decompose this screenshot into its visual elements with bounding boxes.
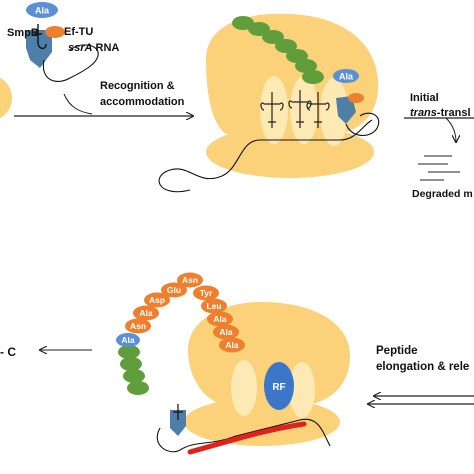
released-peptide: - C: [0, 345, 92, 359]
trna-1: [260, 92, 284, 128]
ala-blue-label: Ala: [121, 335, 135, 345]
green-bead: [302, 70, 324, 84]
green-bead: [262, 30, 284, 44]
ala-label-topleft: Ala: [35, 6, 50, 16]
tag-bead: [144, 292, 170, 308]
smpb-in-ribosome: [336, 96, 356, 124]
tmrna-loop-top: [345, 112, 380, 137]
tag-bead-label: Tyr: [200, 288, 213, 298]
tag-bead: [219, 337, 245, 353]
partial-ribosome-left: [0, 77, 12, 119]
rf-label: RF: [272, 382, 285, 393]
tag-bead-label: Leu: [206, 301, 221, 311]
tag-bead: [125, 318, 151, 334]
recognition-label-1: Recognition &: [100, 80, 175, 92]
green-bead: [295, 59, 317, 73]
tag-bead: [161, 282, 187, 298]
smpb-bottom: [170, 410, 186, 436]
ala-blue-bead: [116, 333, 140, 347]
initial-label-1: Initial: [410, 92, 439, 104]
tag-bead: [193, 285, 219, 301]
green-bead: [118, 345, 140, 359]
ef-tu-in-ribosome: [348, 93, 364, 103]
tag-bead: [207, 311, 233, 327]
trna-3: [306, 92, 330, 128]
trna-cloverleaves: [260, 90, 330, 128]
tag-bead-label: Ala: [219, 327, 233, 337]
trna-2: [288, 90, 312, 128]
ssra-rna-loop: [42, 44, 99, 82]
ef-tu-protein: [45, 26, 65, 38]
tmrna-trna-bottom: [173, 404, 183, 420]
ala-oval-topleft: [26, 2, 58, 18]
trna-site-p: [290, 76, 318, 144]
elongation-label-2: elongation & rele: [376, 361, 469, 373]
mrna-top: [158, 119, 373, 193]
arrow-recognition: Recognition & accommodation: [14, 80, 193, 116]
release-factor: [264, 362, 294, 410]
arrow-elongation-release: Peptide elongation & rele: [368, 345, 474, 404]
arrow-initial-trans-translation: Initial trans-transl: [404, 92, 474, 142]
ala-label-top-middle: Ala: [339, 72, 354, 82]
tag-bead-label: Asn: [130, 321, 146, 331]
green-bead: [232, 16, 254, 30]
green-bead: [127, 381, 149, 395]
site-left-bottom: [231, 360, 257, 416]
tmrna-complex: Ala SmpB Ef-TU ssrA RNA: [0, 2, 119, 119]
tag-bead-label: Asp: [149, 295, 165, 305]
ribosome-elongation: RF Ala Asn Glu Tyr Asp Ala Asn Leu Ala: [116, 272, 350, 455]
green-bead: [275, 39, 297, 53]
c-terminus-label: - C: [0, 345, 16, 359]
green-bead: [120, 357, 142, 371]
smpb-protein: [26, 30, 52, 68]
elongation-label-1: Peptide: [376, 345, 418, 357]
tag-bead-label: Glu: [167, 285, 181, 295]
ribosome-accommodation: Ala: [158, 13, 380, 193]
ala-oval-top-middle: [333, 69, 359, 83]
recognition-label-2: accommodation: [100, 96, 185, 108]
connector-curve: [63, 93, 93, 115]
nascent-peptide-top: [232, 16, 324, 84]
tmrna-trna-domain: [34, 24, 47, 50]
site-right-bottom: [289, 362, 315, 418]
tag-bead-label: Ala: [225, 340, 239, 350]
tag-bead-label: Ala: [213, 314, 227, 324]
tag-bead: [177, 272, 203, 288]
smpb-label: SmpB: [7, 27, 39, 39]
green-bead: [123, 369, 145, 383]
small-subunit-top: [206, 126, 374, 178]
small-subunit-bottom: [184, 398, 340, 446]
green-bead: [248, 22, 270, 36]
degraded-mrna: Degraded m: [412, 155, 473, 200]
initial-label-2: trans-transl: [410, 107, 471, 119]
tag-bead-label: Ala: [139, 308, 153, 318]
tag-bead-label: Asn: [182, 275, 198, 285]
trna-site-a: [320, 78, 348, 146]
degraded-label: Degraded m: [412, 188, 473, 200]
initial-arrow-branch: [445, 117, 456, 142]
ssra-peptide-tag: Asn Glu Tyr Asp Ala Asn Leu Ala Ala Ala: [125, 272, 245, 353]
tag-bead: [133, 305, 159, 321]
trna-site-e: [260, 76, 288, 144]
ssra-rna-label: ssrA RNA: [68, 42, 119, 54]
mrna-bottom: [156, 418, 331, 453]
ef-tu-label: Ef-TU: [64, 26, 93, 38]
tmrna-reading-frame-red: [187, 421, 307, 455]
tag-bead: [201, 298, 227, 314]
tag-bead: [213, 324, 239, 340]
